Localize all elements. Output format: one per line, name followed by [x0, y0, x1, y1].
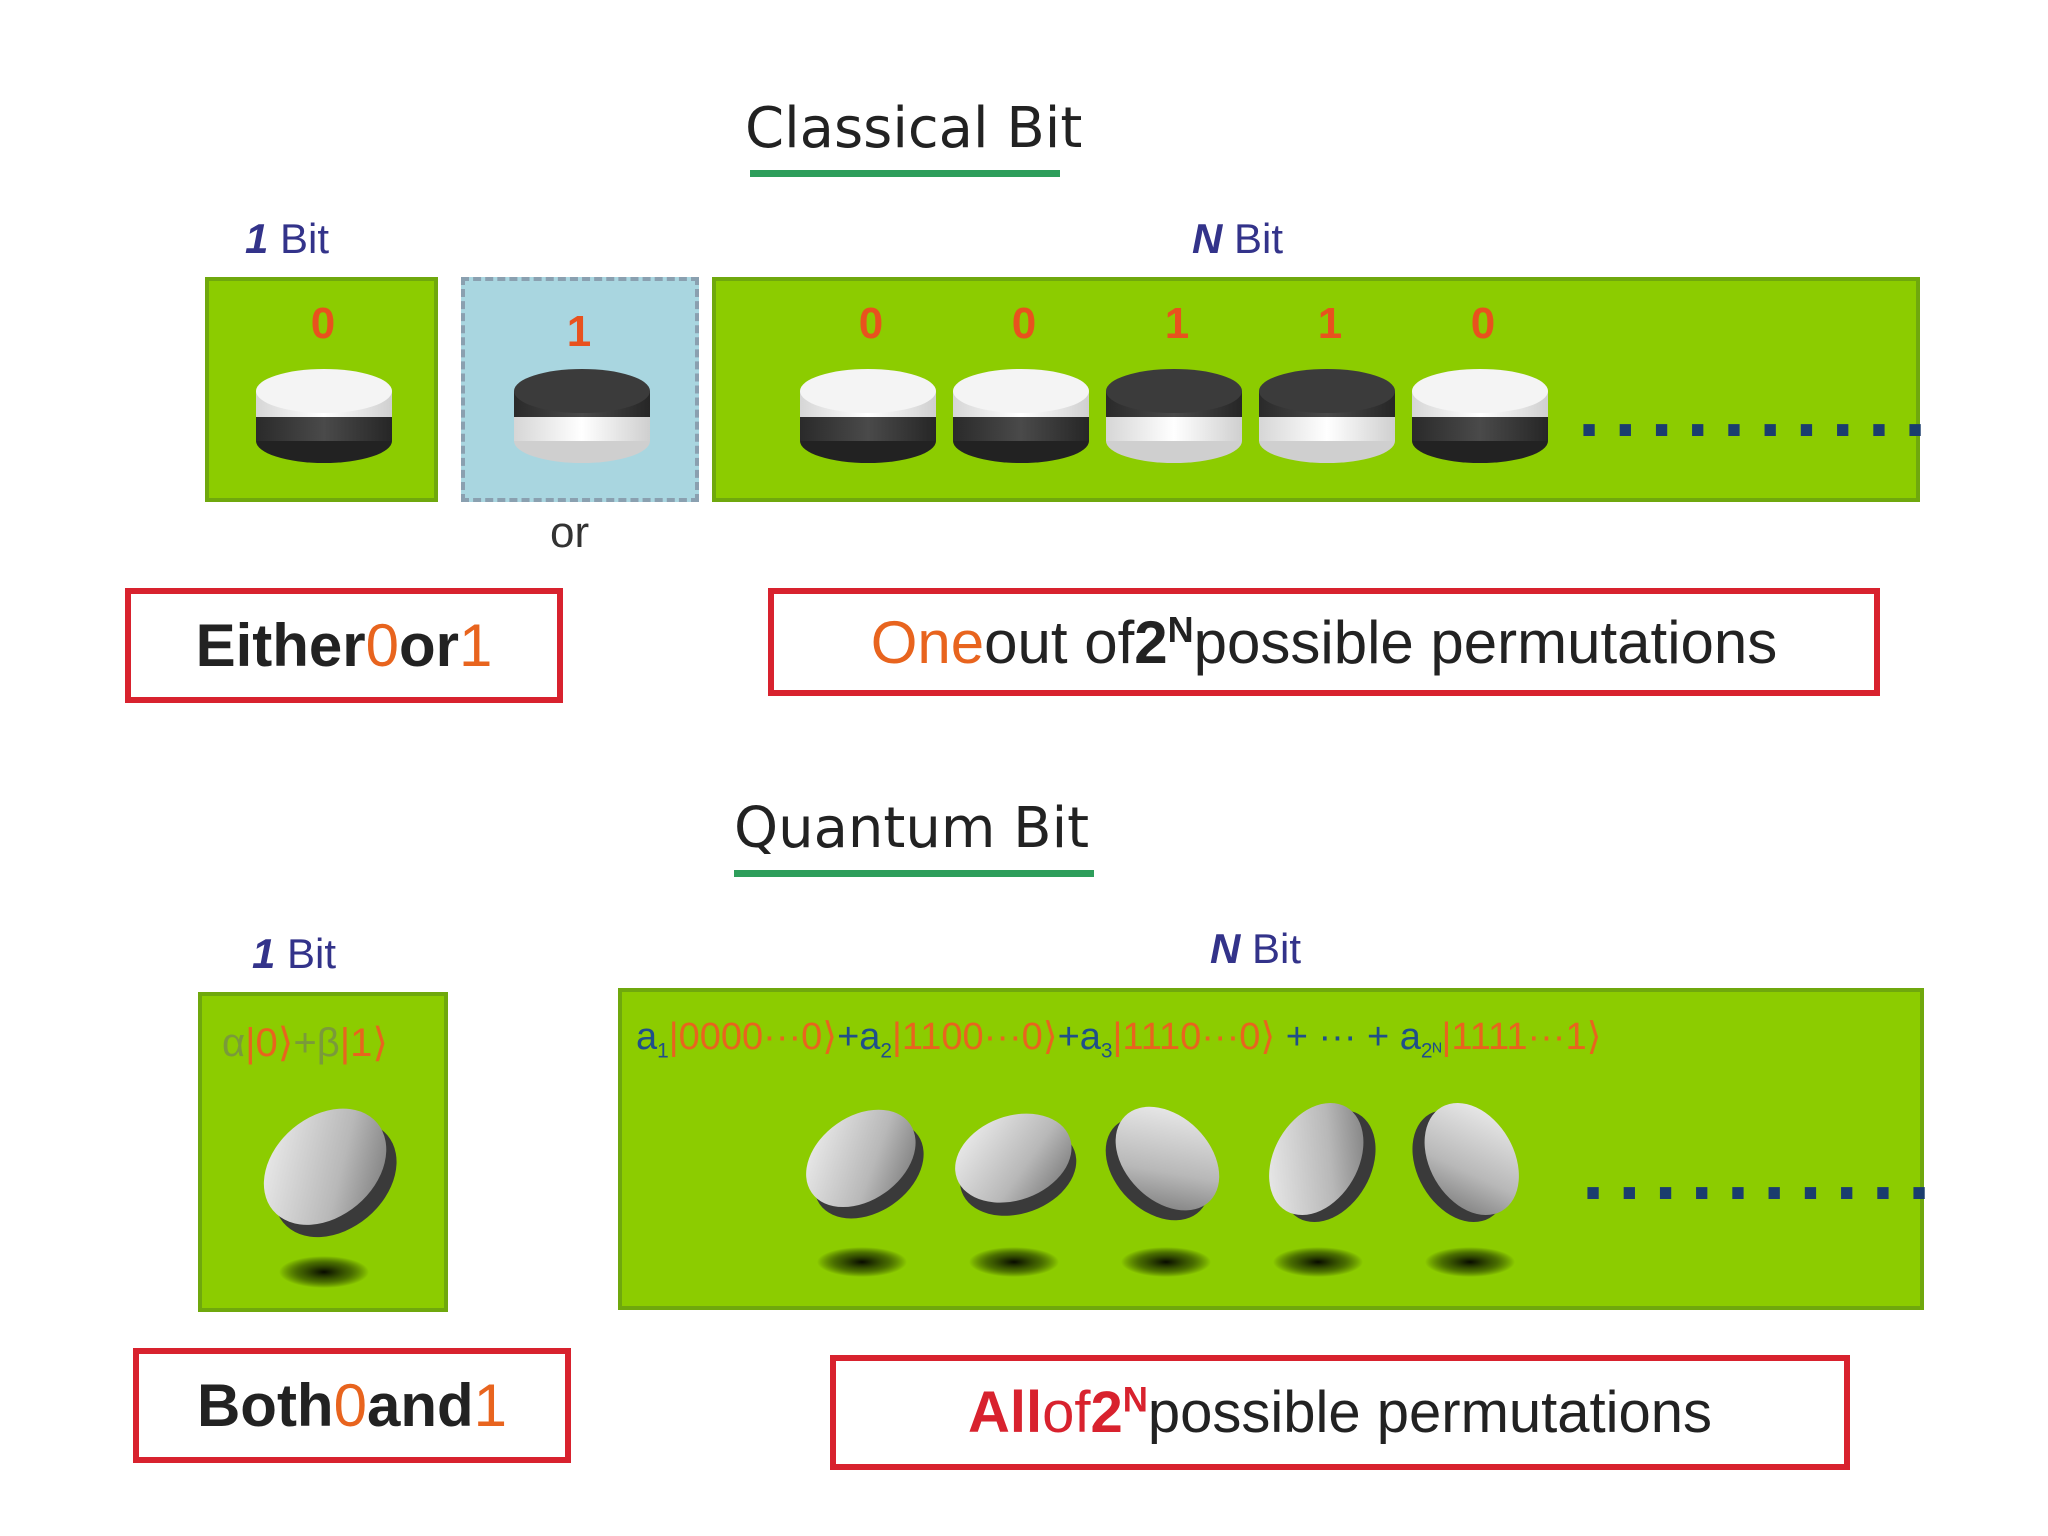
caption-all-of-permutations: All of 2N possible permutations	[830, 1355, 1850, 1470]
or-label: or	[550, 508, 590, 557]
superposed-disc-icon	[1412, 1102, 1519, 1277]
n-bit-digit-3: 1	[1317, 299, 1343, 348]
white-disc-icon	[800, 369, 936, 463]
classical-title-underline	[750, 170, 1060, 177]
one-bit-suffix: Bit	[268, 215, 330, 262]
classical-n-bit-label: N Bit	[1192, 215, 1283, 263]
classical-ellipsis: ..........	[1578, 364, 1941, 453]
caption-exp: N	[1167, 608, 1194, 650]
plus-a3: +a	[1057, 1016, 1101, 1058]
qubit-state-formula: α|0⟩+β|1⟩	[222, 1020, 388, 1066]
caption-base: 2	[1134, 608, 1168, 676]
q-caption-mid: and	[366, 1372, 474, 1439]
sub-3: 3	[1100, 1039, 1113, 1063]
quantum-one-bit-panel: α|0⟩+β|1⟩	[198, 992, 448, 1312]
plus-a2: +a	[837, 1016, 881, 1058]
caption-a: 0	[365, 612, 400, 679]
classical-bit-one-panel: 1	[461, 277, 699, 502]
caption-prefix: Either	[195, 612, 366, 679]
sub-1: 1	[657, 1039, 669, 1063]
q-caption-prefix: Both	[196, 1372, 334, 1439]
q-n-bit-n: N	[1210, 925, 1241, 972]
classical-bit-zero-panel: 0	[205, 277, 438, 502]
n-bit-suffix: Bit	[1222, 215, 1284, 262]
quantum-title: Quantum Bit	[734, 796, 1090, 861]
quantum-ellipsis: ..........	[1582, 1127, 1945, 1216]
q-caption-exp: N	[1122, 1380, 1148, 1420]
q-caption-b: 1	[473, 1372, 508, 1439]
white-disc-icon	[1412, 369, 1548, 463]
caption-both-0-and-1: Both 0 and 1	[133, 1348, 571, 1463]
q-one-bit-n: 1	[252, 930, 276, 977]
plus: +	[293, 1021, 317, 1065]
dark-disc-icon	[1106, 369, 1242, 463]
dark-disc-icon	[514, 369, 650, 463]
quantum-one-bit-label: 1 Bit	[252, 930, 336, 978]
sub-2n: 2ᴺ	[1420, 1039, 1442, 1063]
classical-title: Classical Bit	[745, 96, 1083, 161]
q-caption-a: 0	[333, 1372, 367, 1439]
q-caption-base: 2	[1090, 1380, 1123, 1445]
n-bit-n: N	[1192, 215, 1223, 262]
q-one-bit-suffix: Bit	[275, 930, 337, 977]
sub-2: 2	[880, 1039, 893, 1063]
caption-mid: or	[399, 612, 460, 679]
superposition-formula: a1|0000···0⟩+a2|1100···0⟩+a3|1110···0⟩ +…	[636, 1014, 1601, 1064]
quantum-n-bit-label: N Bit	[1210, 925, 1301, 973]
caption-one-out-of-permutations: One out of 2N possible permutations	[768, 588, 1880, 696]
classical-one-bit-label: 1 Bit	[245, 215, 329, 263]
n-bit-digit-0: 0	[858, 299, 884, 348]
ket-1111: |1111···1⟩	[1441, 1016, 1602, 1058]
classical-bit-zero-digit: 0	[310, 299, 336, 348]
ket-0: |0⟩	[245, 1021, 294, 1065]
white-disc-icon	[256, 369, 392, 463]
q-caption-of: of	[1042, 1380, 1091, 1445]
q-caption-suffix: possible permutations	[1147, 1380, 1713, 1445]
caption-b: 1	[459, 612, 493, 679]
qubit-disc-icon	[263, 1108, 397, 1288]
quantum-n-bit-panel: a1|0000···0⟩+a2|1100···0⟩+a3|1110···0⟩ +…	[618, 988, 1930, 1310]
white-disc-icon	[953, 369, 1089, 463]
one-bit-n: 1	[245, 215, 269, 262]
ellipsis-plus-a: + ··· + a	[1275, 1016, 1421, 1058]
coef-a1: a	[636, 1016, 658, 1058]
superposed-disc-icon	[1269, 1102, 1376, 1277]
ket-1110: |1110···0⟩	[1112, 1016, 1276, 1058]
caption-out-of: out of	[984, 608, 1135, 676]
caption-suffix: possible permutations	[1193, 608, 1778, 676]
n-bit-digit-1: 0	[1011, 299, 1037, 348]
quantum-title-underline	[734, 870, 1094, 877]
n-bit-digit-2: 1	[1164, 299, 1190, 348]
q-n-bit-suffix: Bit	[1240, 925, 1302, 972]
superposed-disc-icon	[806, 1109, 924, 1277]
q-caption-all: All	[967, 1380, 1043, 1445]
ket-1: |1⟩	[339, 1021, 388, 1065]
dark-disc-icon	[1259, 369, 1395, 463]
n-bit-digit-4: 0	[1470, 299, 1496, 348]
caption-one: One	[870, 608, 985, 676]
caption-either-0-or-1: Either 0 or 1	[125, 588, 563, 703]
classical-bit-one-digit: 1	[566, 307, 592, 356]
superposed-disc-icon	[955, 1113, 1077, 1277]
ket-1100: |1100···0⟩	[892, 1016, 1058, 1058]
ket-0000: |0000···0⟩	[668, 1016, 838, 1058]
superposed-disc-icon	[1105, 1106, 1220, 1277]
beta: β	[316, 1021, 340, 1065]
alpha: α	[222, 1021, 246, 1065]
